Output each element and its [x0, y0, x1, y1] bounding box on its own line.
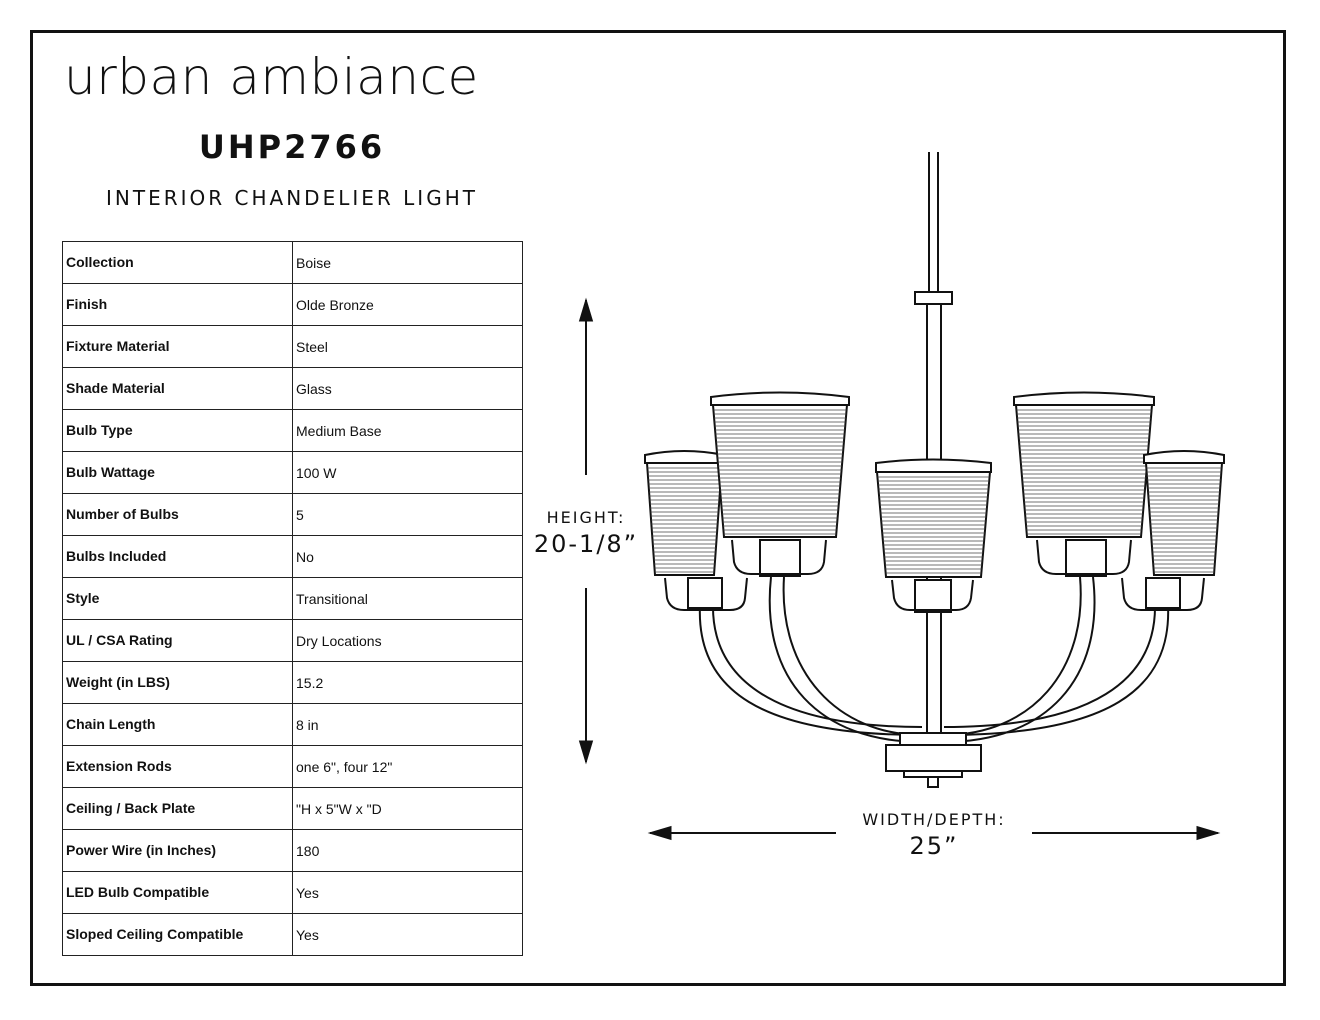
spec-row: Ceiling / Back Plate"H x 5"W x "D — [62, 787, 523, 830]
spec-label: Finish — [62, 283, 293, 326]
spec-value: No — [292, 535, 523, 578]
spec-value: Glass — [292, 367, 523, 410]
spec-value: Transitional — [292, 577, 523, 620]
spec-label: LED Bulb Compatible — [62, 871, 293, 914]
spec-value: 100 W — [292, 451, 523, 494]
spec-value: 5 — [292, 493, 523, 536]
spec-value: 8 in — [292, 703, 523, 746]
spec-value: Olde Bronze — [292, 283, 523, 326]
spec-label: Style — [62, 577, 293, 620]
spec-value: one 6", four 12" — [292, 745, 523, 788]
height-label: HEIGHT: — [546, 508, 626, 527]
width-label: WIDTH/DEPTH: — [862, 810, 1006, 829]
spec-value: 180 — [292, 829, 523, 872]
spec-value: Steel — [292, 325, 523, 368]
spec-value: Boise — [292, 241, 523, 284]
spec-value: Yes — [292, 871, 523, 914]
spec-value: Yes — [292, 913, 523, 956]
spec-label: Collection — [62, 241, 293, 284]
spec-value: Dry Locations — [292, 619, 523, 662]
spec-label: Extension Rods — [62, 745, 293, 788]
model-number: UHP2766 — [198, 128, 386, 166]
spec-label: Weight (in LBS) — [62, 661, 293, 704]
brand-logo: urban ambiance — [64, 48, 479, 106]
spec-label: Number of Bulbs — [62, 493, 293, 536]
page-border — [30, 30, 1286, 986]
spec-value: "H x 5"W x "D — [292, 787, 523, 830]
spec-row: Weight (in LBS)15.2 — [62, 661, 523, 704]
spec-label: Power Wire (in Inches) — [62, 829, 293, 872]
spec-label: Fixture Material — [62, 325, 293, 368]
spec-label: Bulb Wattage — [62, 451, 293, 494]
spec-value: 15.2 — [292, 661, 523, 704]
spec-label: Ceiling / Back Plate — [62, 787, 293, 830]
spec-label: Bulbs Included — [62, 535, 293, 578]
height-value: 20-1/8” — [533, 530, 639, 558]
spec-value: Medium Base — [292, 409, 523, 452]
spec-label: Chain Length — [62, 703, 293, 746]
product-type: INTERIOR CHANDELIER LIGHT — [106, 186, 478, 210]
spec-label: Shade Material — [62, 367, 293, 410]
spec-label: UL / CSA Rating — [62, 619, 293, 662]
spec-label: Bulb Type — [62, 409, 293, 452]
spec-label: Sloped Ceiling Compatible — [62, 913, 293, 956]
width-value: 25” — [909, 832, 959, 860]
spec-row: Power Wire (in Inches)180 — [62, 829, 523, 872]
